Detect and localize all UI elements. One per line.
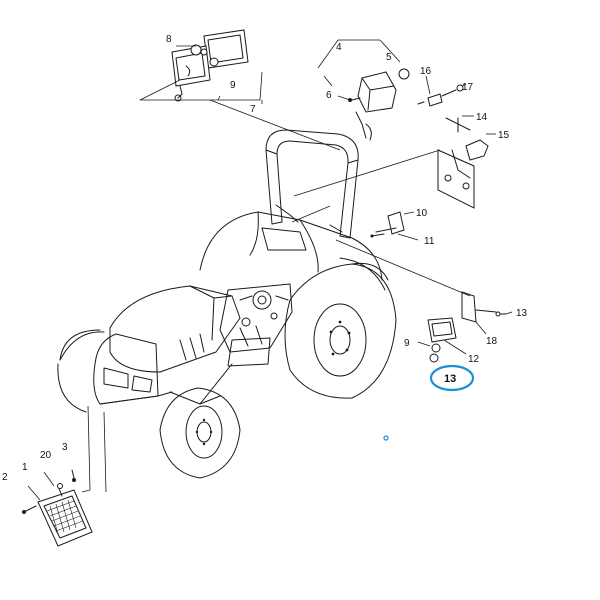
head-lamp-assembly (171, 29, 249, 102)
rear-lamp-assembly (427, 291, 507, 363)
callout-6: 6 (326, 90, 332, 101)
callout-1: 1 (22, 462, 28, 473)
rear-wheel (284, 262, 397, 399)
marker-dot (383, 435, 389, 441)
callout-16: 15 (498, 130, 510, 141)
work-lamp-assembly (348, 68, 410, 141)
callout-7: 7 (250, 104, 256, 115)
pin-10-11 (370, 211, 405, 238)
front-wheel (159, 387, 241, 479)
highlight-ring (429, 364, 475, 392)
callout-15: 14 (476, 112, 488, 123)
hood (57, 285, 241, 413)
callout-4: 4 (336, 42, 342, 53)
callout-12: 12 (468, 354, 480, 365)
engine-block (169, 283, 293, 405)
front-left-wheel (59, 329, 101, 361)
rear-fender (199, 211, 386, 291)
callout-11: 11 (424, 236, 435, 247)
callout-5: 5 (386, 52, 392, 63)
callout-3: 3 (62, 442, 68, 453)
callout-9: 9 (404, 338, 410, 349)
switch-18 (417, 84, 464, 107)
callout-9-top: 9 (230, 80, 236, 91)
callout-labels: 8 9 7 4 5 6 16 17 14 15 10 11 13 18 9 12… (2, 34, 528, 483)
callout-10: 10 (416, 208, 428, 219)
front-lamp-assembly (22, 469, 93, 547)
callout-14: 13 (516, 308, 528, 319)
callout-13: 13 (444, 373, 456, 385)
tractor-illustration (57, 129, 397, 479)
callout-8-top: 8 (166, 34, 172, 45)
leader-lines (27, 39, 513, 501)
callout-2: 2 (2, 472, 8, 483)
callout-19: 18 (486, 336, 498, 347)
highlighted-callout-13[interactable]: 13 (429, 364, 475, 392)
callout-20: 20 (40, 450, 52, 461)
callout-18: 17 (462, 82, 474, 93)
callout-17: 16 (420, 66, 432, 77)
seat (261, 227, 307, 251)
rops-roll-bar (265, 129, 359, 239)
rear-lamp-bracket (437, 117, 489, 209)
